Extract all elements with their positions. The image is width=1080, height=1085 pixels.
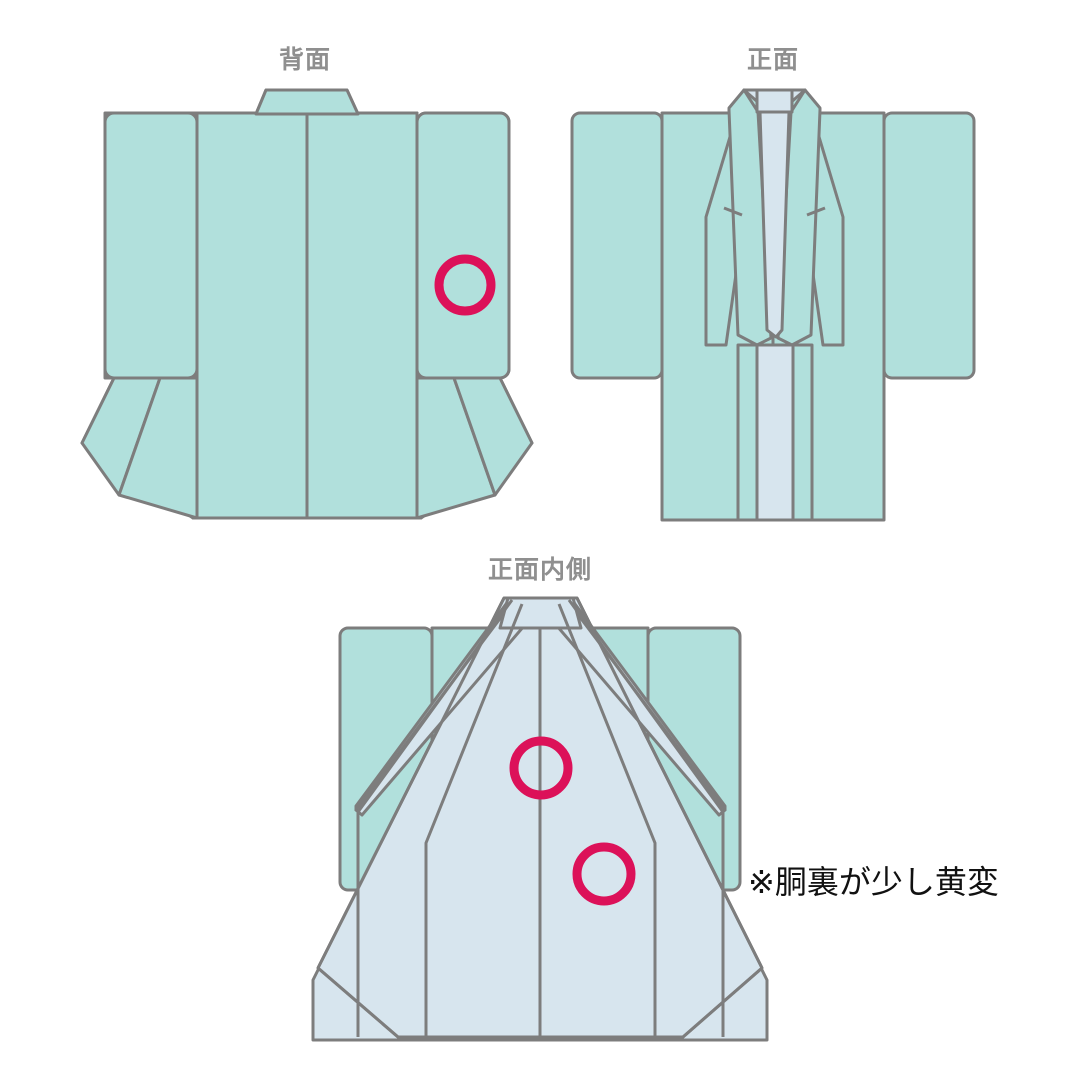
front-left-sleeve xyxy=(570,111,664,380)
front-collar-fold-right xyxy=(806,206,826,217)
inner-lining-right-seam-c xyxy=(575,597,764,969)
front-inner-view-title: 正面内側 xyxy=(488,556,592,584)
front-right-sleeve xyxy=(882,111,976,380)
inner-lining-collar xyxy=(498,596,583,630)
front-collar-fold-left xyxy=(723,206,743,217)
front-left-okumi xyxy=(736,343,759,522)
lining-yellowing-note: ※胴裏が少し黄変 xyxy=(748,864,999,900)
condition-mark-circle xyxy=(434,254,496,316)
back-right-flare-outer xyxy=(452,376,534,497)
front-right-okumi xyxy=(791,343,814,522)
back-view-diagram: 背面 xyxy=(80,46,534,520)
front-lower-lining xyxy=(755,343,795,522)
front-neck-band xyxy=(755,88,794,114)
front-view-title: 正面 xyxy=(747,46,799,74)
inner-lining-left-seam-b xyxy=(424,603,524,1037)
back-left-sleeve xyxy=(103,111,199,380)
back-collar xyxy=(254,88,360,116)
front-inner-view-diagram: 正面内側 xyxy=(311,556,769,1042)
inner-lining-right-seam-a xyxy=(567,599,725,1037)
condition-mark-circle xyxy=(509,736,573,800)
back-right-sleeve xyxy=(415,111,511,380)
inner-lining-left-seam-a xyxy=(356,599,514,1037)
back-view-title: 背面 xyxy=(279,46,331,74)
inner-lining-right-seam-b xyxy=(557,603,657,1037)
inner-lining-left-seam-c xyxy=(316,597,506,969)
inner-lining-hem xyxy=(317,966,763,1039)
condition-mark-circle xyxy=(572,842,636,906)
front-view-diagram: 正面 xyxy=(570,46,976,522)
